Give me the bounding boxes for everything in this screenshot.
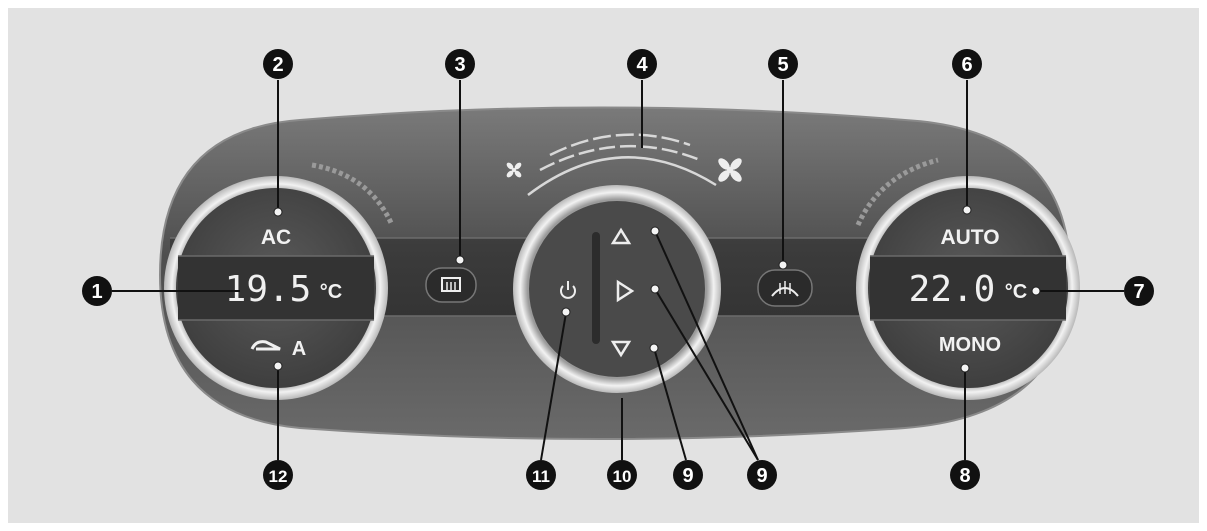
- fan-high-icon: [718, 158, 742, 182]
- svg-text:12: 12: [269, 467, 288, 486]
- triangle-up-icon: [610, 227, 632, 245]
- ac-button[interactable]: AC: [261, 226, 291, 249]
- auto-button[interactable]: AUTO: [940, 226, 999, 249]
- callouts: 1 2 3 4 5 6 7 8 9 9 10 11 12: [82, 49, 1154, 490]
- left-temperature-unit: °C: [320, 281, 342, 303]
- svg-text:11: 11: [532, 467, 550, 486]
- svg-text:6: 6: [961, 54, 972, 76]
- svg-text:3: 3: [454, 54, 465, 76]
- triangle-down-icon: [610, 340, 632, 358]
- callout-4: 4: [627, 49, 657, 79]
- callout-7: 7: [1124, 276, 1154, 306]
- callout-12: 12: [263, 460, 293, 490]
- callout-9a: 9: [673, 460, 703, 490]
- callout-3: 3: [445, 49, 475, 79]
- right-temperature-unit: °C: [1005, 281, 1027, 303]
- right-temperature-readout: 22.0: [909, 269, 996, 310]
- callout-9b: 9: [747, 460, 777, 490]
- left-temperature-dial[interactable]: AC 19.5 °C A: [164, 176, 388, 400]
- fan-low-icon: [506, 162, 522, 178]
- rear-defrost-button[interactable]: [425, 267, 477, 303]
- mono-button[interactable]: MONO: [939, 334, 1001, 356]
- triangle-right-icon: [616, 279, 635, 303]
- windscreen-defrost-button[interactable]: [757, 269, 813, 307]
- windscreen-defrost-icon: [771, 281, 799, 297]
- svg-text:7: 7: [1133, 281, 1144, 303]
- rear-defrost-icon: [441, 277, 461, 292]
- fan-right-button[interactable]: [616, 279, 635, 303]
- fan-down-button[interactable]: [610, 340, 632, 358]
- fan-speed-scale: [506, 133, 742, 196]
- fan-up-button[interactable]: [610, 227, 632, 245]
- right-temperature-dial[interactable]: AUTO 22.0 °C MONO: [856, 176, 1080, 400]
- callout-8: 8: [950, 460, 980, 490]
- svg-text:10: 10: [613, 467, 632, 486]
- svg-text:5: 5: [777, 54, 788, 76]
- svg-text:1: 1: [91, 281, 102, 303]
- svg-text:9: 9: [756, 465, 767, 487]
- callout-6: 6: [952, 49, 982, 79]
- left-temperature-readout: 19.5: [225, 269, 312, 310]
- air-recirculation-icon: [250, 340, 281, 351]
- svg-text:4: 4: [636, 54, 648, 76]
- svg-text:9: 9: [682, 465, 693, 487]
- fan-control-dial[interactable]: [513, 185, 721, 393]
- right-temperature-scale: [855, 157, 939, 227]
- power-button[interactable]: [560, 281, 576, 299]
- svg-text:2: 2: [272, 54, 283, 76]
- svg-text:8: 8: [959, 465, 970, 487]
- callout-1: 1: [82, 276, 112, 306]
- callout-10: 10: [607, 460, 637, 490]
- callout-2: 2: [263, 49, 293, 79]
- recirculation-auto-button[interactable]: A: [292, 338, 306, 360]
- leader-dots: [273, 205, 1041, 373]
- leader-lines: [112, 80, 1124, 461]
- callout-11: 11: [526, 460, 556, 490]
- callout-5: 5: [768, 49, 798, 79]
- left-temperature-scale: [311, 162, 395, 227]
